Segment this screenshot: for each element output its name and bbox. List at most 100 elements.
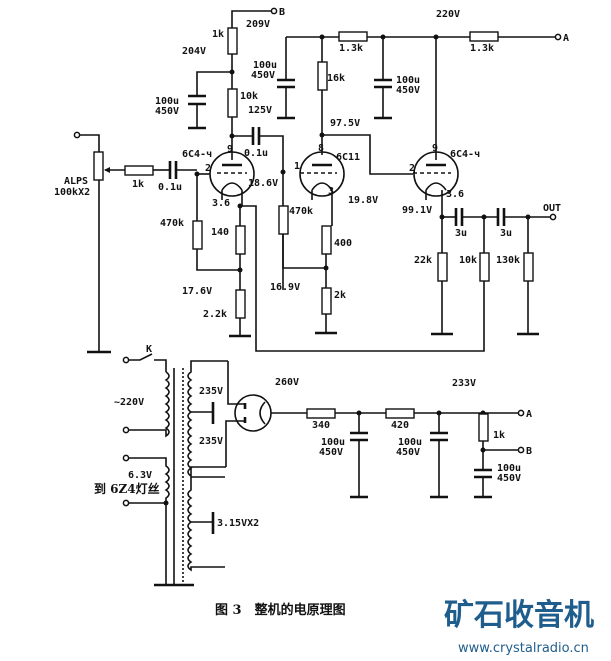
terminal-out[interactable]: [549, 213, 557, 221]
stage-2: [278, 134, 413, 335]
watermark-url: www.crystalradio.cn: [458, 641, 589, 656]
label-pin2b: 2: [409, 163, 415, 174]
label-c3u-b: 3u: [500, 228, 512, 239]
label-tube3: 6C4-ч: [450, 149, 480, 160]
label-a-top: A: [563, 33, 569, 44]
label-pin36a: 3.6: [212, 198, 230, 209]
label-r420: 420: [391, 420, 409, 431]
label-r22k-a: 2.2k: [203, 309, 227, 320]
label-c100-b-2: 450V: [155, 106, 179, 117]
resistor-22k: [437, 252, 448, 282]
label-out: OUT: [543, 203, 561, 214]
label-mains: ~220V: [114, 397, 144, 408]
label-c3u-a: 3u: [455, 228, 467, 239]
label-c100-c-2: 450V: [396, 85, 420, 96]
terminal-b-ps[interactable]: [517, 446, 525, 454]
label-tube2: 6C11: [336, 152, 360, 163]
label-c100-b-1: 100u: [155, 96, 179, 107]
label-r140: 140: [211, 227, 229, 238]
resistor-10k: [227, 88, 238, 118]
labels: B A 209V 204V 220V 1k 10k 125V 1.3k 1.3k…: [54, 7, 569, 529]
resistor-1k-input: [124, 165, 154, 176]
label-c100-f-2: 450V: [497, 473, 521, 484]
label-v198: 19.8V: [348, 195, 378, 206]
terminal-b-top[interactable]: [270, 7, 278, 15]
resistor-1.3k-b: [469, 31, 499, 42]
label-switch-k: K: [146, 344, 152, 355]
label-fil315: 3.15VX2: [217, 518, 259, 529]
stage-3: [413, 151, 557, 336]
label-r400: 400: [334, 238, 352, 249]
label-sec235-b: 235V: [199, 436, 223, 447]
resistor-2.2k: [235, 289, 246, 319]
label-v233: 233V: [452, 378, 476, 389]
label-pin1: 1: [294, 161, 300, 172]
stage-1: [188, 27, 485, 352]
label-r1k-ps: 1k: [493, 430, 505, 441]
label-r470k-b: 470k: [289, 206, 313, 217]
label-v220: 220V: [436, 9, 460, 20]
supply-rail: [231, 7, 562, 160]
tube-6c4-v3: [413, 151, 459, 197]
label-r340: 340: [312, 420, 330, 431]
label-v991: 99.1V: [402, 205, 432, 216]
label-pin3: 3: [328, 186, 334, 197]
resistor-1k-top: [227, 27, 238, 55]
terminal-mains-1[interactable]: [122, 356, 130, 364]
label-r22k: 22k: [414, 255, 432, 266]
resistor-1.3k-a: [338, 31, 368, 42]
terminal-a-top[interactable]: [554, 33, 562, 41]
label-pin9b: 9: [432, 143, 438, 154]
label-pin8: 8: [318, 143, 324, 154]
label-c100-e-2: 450V: [396, 447, 420, 458]
terminal-mains-2[interactable]: [122, 426, 130, 434]
label-pot-1: ALPS: [64, 176, 88, 187]
label-v260: 260V: [275, 377, 299, 388]
resistor-340: [306, 408, 336, 419]
label-v125: 125V: [248, 105, 272, 116]
resistor-140: [235, 225, 246, 255]
label-sec235-a: 235V: [199, 386, 223, 397]
label-v176: 17.6V: [182, 286, 212, 297]
label-c100-c-1: 100u: [396, 75, 420, 86]
figure-caption: 图 3 整机的电原理图: [215, 602, 346, 618]
resistor-16k: [317, 61, 328, 91]
label-v97: 97.5V: [330, 118, 360, 129]
label-pot-2: 100kX2: [54, 187, 90, 198]
label-r13k-b: 1.3k: [470, 43, 494, 54]
label-tube1: 6C4-ч: [182, 149, 212, 160]
label-c100-e-1: 100u: [398, 437, 422, 448]
terminal-input[interactable]: [73, 131, 81, 139]
label-c100-a-2: 450V: [251, 70, 275, 81]
label-v186: 18.6V: [248, 178, 278, 189]
label-r1k-in: 1k: [132, 179, 144, 190]
label-c100-a-1: 100u: [253, 60, 277, 71]
label-b-ps: B: [526, 446, 532, 457]
label-c100-f-1: 100u: [497, 463, 521, 474]
label-c01-b: 0.1u: [158, 182, 182, 193]
label-pin9a: 9: [227, 144, 233, 155]
label-pin2a: 2: [205, 163, 211, 174]
wire-b-top: [231, 10, 272, 54]
potentiometer-alps-100k[interactable]: [93, 151, 104, 181]
resistor-1k-ps: [478, 413, 489, 442]
label-a-ps: A: [526, 409, 532, 420]
power-supply: [122, 353, 525, 587]
resistor-400: [321, 225, 332, 255]
resistor-130k: [523, 252, 534, 282]
resistor-470k-b: [278, 205, 289, 235]
label-c01-a: 0.1u: [244, 148, 268, 159]
label-v204: 204V: [182, 46, 206, 57]
label-r470k-a: 470k: [160, 218, 184, 229]
label-fil63: 6.3V: [128, 470, 152, 481]
label-pin36b: 3.6: [446, 189, 464, 200]
terminal-a-ps[interactable]: [517, 409, 525, 417]
label-v209: 209V: [246, 19, 270, 30]
resistor-10k-out: [479, 252, 490, 282]
label-c100-d-2: 450V: [319, 447, 343, 458]
tube-6c11-v2: [299, 151, 345, 197]
watermark-brand: 矿石收音机: [444, 598, 594, 633]
label-r10k: 10k: [240, 91, 258, 102]
